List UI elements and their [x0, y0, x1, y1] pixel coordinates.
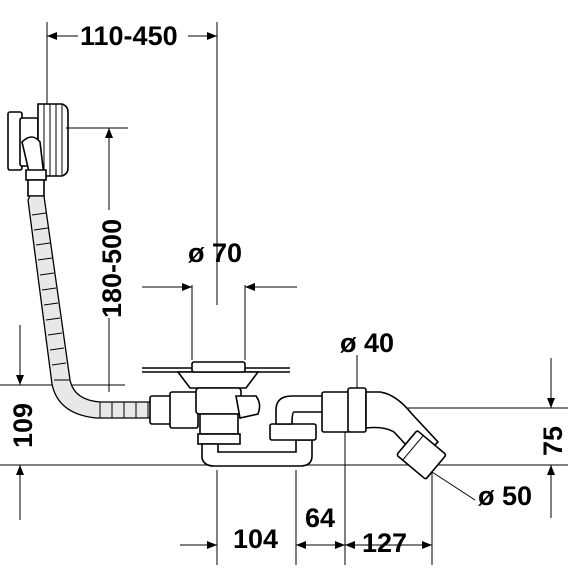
drain-diameter-label: ø 70 — [188, 238, 242, 268]
drain-body — [142, 361, 331, 467]
horizontal-a-label: 104 — [233, 524, 278, 554]
dimension-labels: 110-450 180-500 ø 70 ø 40 ø 50 109 75 10… — [8, 21, 568, 558]
overflow-head — [7, 103, 82, 177]
flexible-hose — [25, 169, 199, 429]
outlet-diameter-label: ø 40 — [340, 328, 394, 358]
outlet-elbow — [321, 387, 447, 480]
horizontal-b-label: 64 — [305, 503, 335, 533]
dimension-lines — [16, 32, 555, 549]
overflow-offset-label: 110-450 — [80, 21, 178, 51]
trap-height-label: 109 — [8, 403, 38, 448]
horizontal-c-label: 127 — [362, 528, 407, 558]
outlet-height-label: 75 — [538, 426, 568, 456]
overflow-height-label: 180-500 — [97, 219, 127, 318]
connection-diameter-label: ø 50 — [478, 481, 532, 511]
